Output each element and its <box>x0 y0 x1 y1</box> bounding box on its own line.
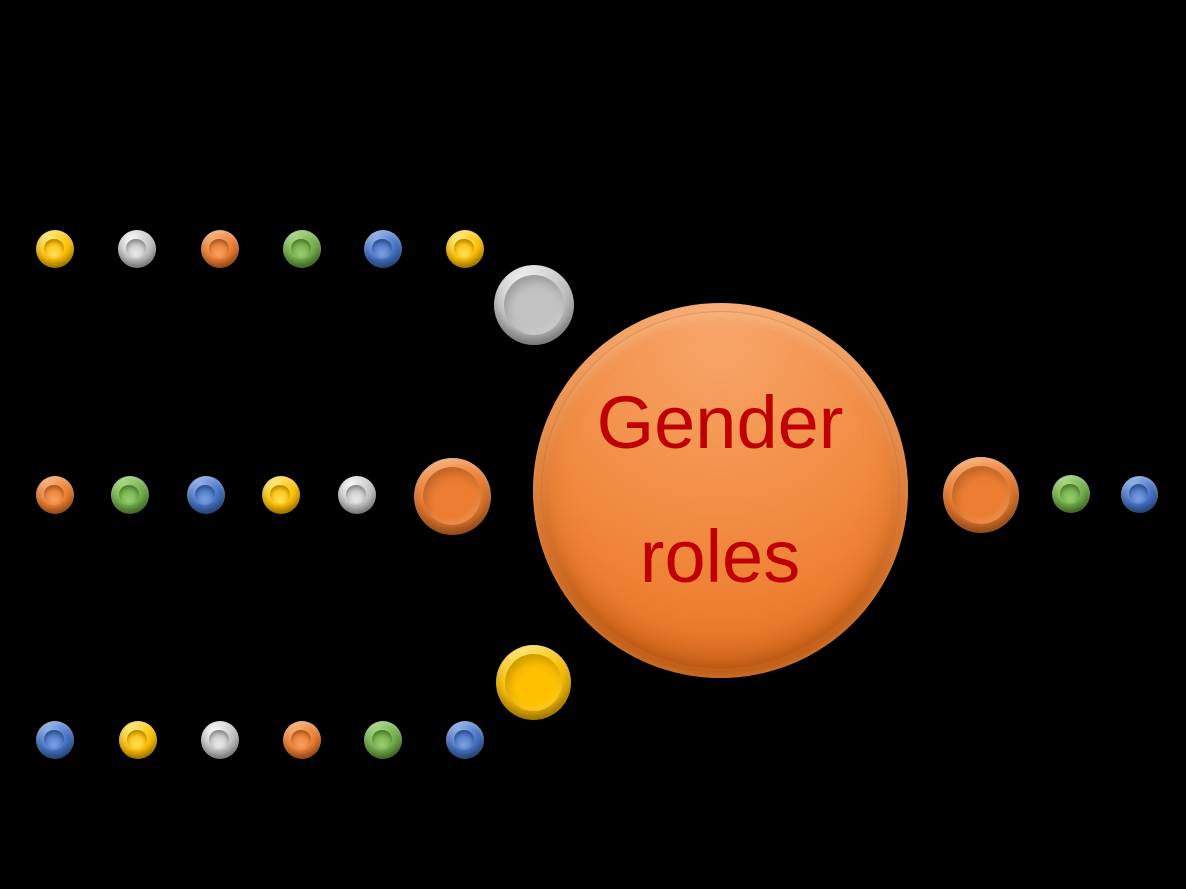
dot-silver <box>338 476 376 514</box>
dot-yellow <box>36 230 74 268</box>
dot-yellow <box>446 230 484 268</box>
center-label-line1: Gender <box>596 381 844 464</box>
dot-yellow <box>262 476 300 514</box>
dot-orange <box>36 476 74 514</box>
dot-blue <box>187 476 225 514</box>
dot-green <box>283 230 321 268</box>
dot-yellow <box>119 721 157 759</box>
dot-blue <box>364 230 402 268</box>
medium-circle-orange <box>943 457 1019 533</box>
dot-blue <box>446 721 484 759</box>
center-circle-gender-roles: Gender roles <box>532 302 908 678</box>
dot-silver <box>118 230 156 268</box>
dot-green <box>111 476 149 514</box>
center-label-line2: roles <box>639 515 801 598</box>
dot-orange <box>283 721 321 759</box>
medium-circle-silver <box>494 265 574 345</box>
dot-blue <box>1120 475 1158 513</box>
dot-blue <box>36 721 74 759</box>
medium-circle-orange <box>413 457 491 535</box>
medium-circle-yellow <box>495 644 571 720</box>
dot-silver <box>201 721 239 759</box>
dot-green <box>1052 475 1090 513</box>
dot-orange <box>201 230 239 268</box>
dot-green <box>364 721 402 759</box>
